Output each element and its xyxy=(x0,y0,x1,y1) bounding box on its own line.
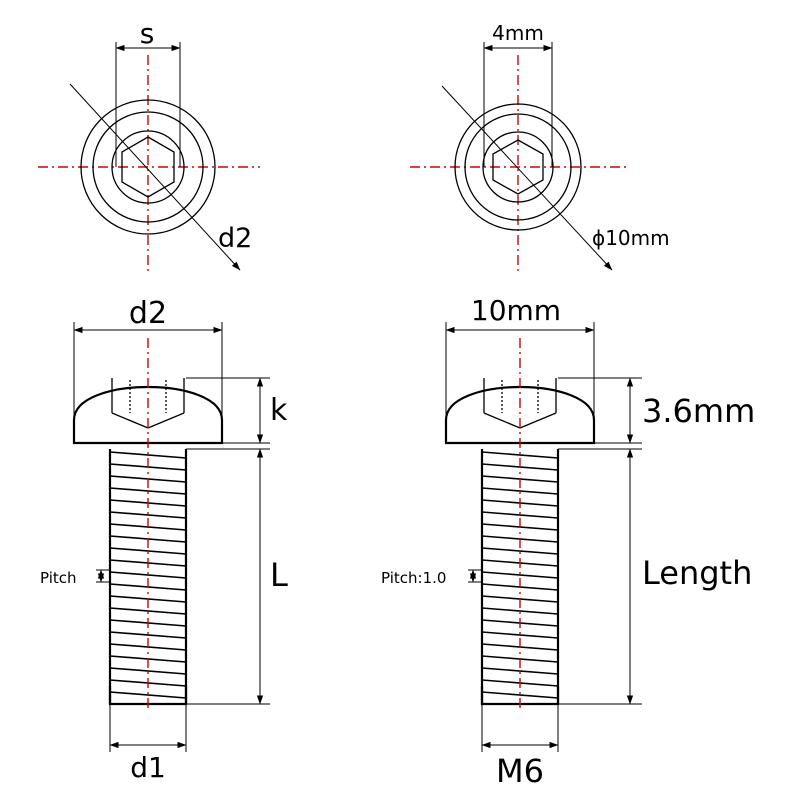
label-side-head-width-spec: 10mm xyxy=(471,294,561,327)
label-side-head-width: d2 xyxy=(129,296,167,331)
label-head-height-spec: 3.6mm xyxy=(642,392,755,430)
label-top-width-spec: 4mm xyxy=(492,21,544,45)
label-thread-diameter-spec: M6 xyxy=(496,752,544,790)
label-pitch-spec: Pitch:1.0 xyxy=(381,569,446,587)
label-thread-diameter: d1 xyxy=(130,751,166,784)
label-length-spec: Length xyxy=(642,554,752,592)
label-top-width: s xyxy=(140,17,155,50)
side-view-spec: 10mm 3.6mm Length Pitch:1.0 M6 xyxy=(381,294,755,790)
side-view-generic: d2 k L Pitch d1 xyxy=(40,296,288,784)
top-view-generic: s d2 xyxy=(38,17,260,275)
label-length: L xyxy=(270,556,288,594)
label-top-diameter: d2 xyxy=(218,223,252,254)
label-head-height: k xyxy=(270,393,288,428)
top-view-spec: 4mm ϕ10mm xyxy=(410,21,670,275)
label-top-diameter-spec: ϕ10mm xyxy=(592,226,670,250)
label-pitch: Pitch xyxy=(40,569,77,587)
